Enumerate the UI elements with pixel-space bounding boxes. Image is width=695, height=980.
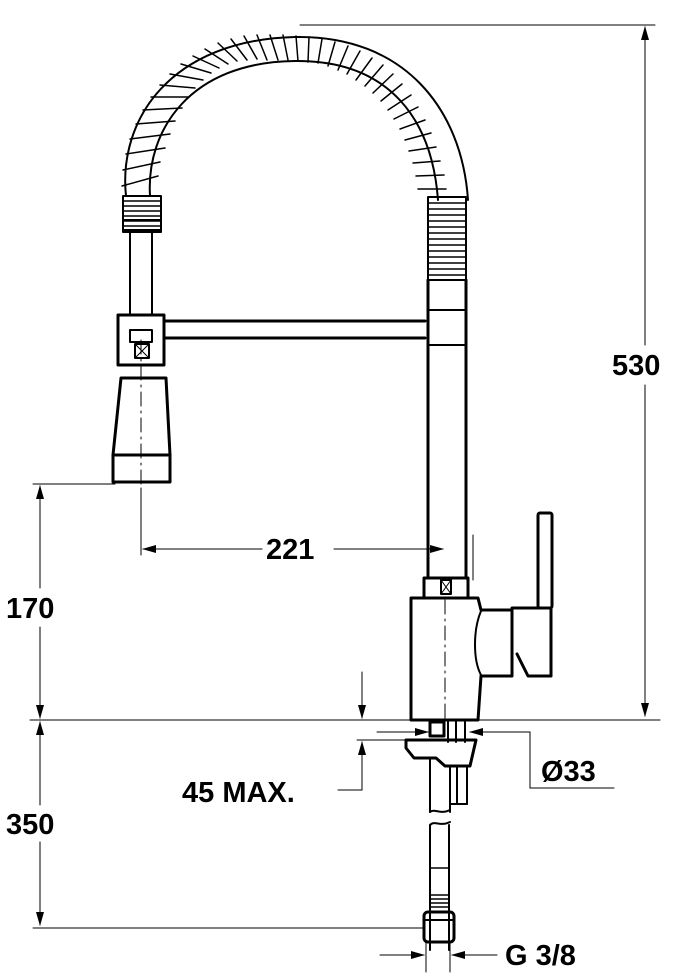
dim-label-thread: G 3/8 (505, 940, 576, 972)
dim-label-170: 170 (6, 593, 54, 625)
right-spring-sleeve (427, 196, 467, 281)
dimension-deck-thickness (337, 671, 407, 791)
mixer-body (409, 511, 554, 722)
mounting-hardware (404, 720, 478, 813)
dimension-hole-diameter (376, 728, 615, 789)
spray-head (111, 231, 172, 501)
dim-label-diameter-33: Ø33 (541, 756, 596, 788)
spout-holder-bar (162, 319, 427, 340)
dim-label-221: 221 (266, 534, 314, 566)
dim-label-530: 530 (612, 350, 660, 382)
faucet-column (422, 278, 470, 600)
dimension-total-height (29, 24, 661, 721)
left-spring-sleeve (122, 195, 162, 233)
spring-coil-hose (121, 34, 469, 201)
dimension-clearance (32, 483, 116, 719)
supply-hose (422, 821, 456, 973)
dimension-hose-length (32, 721, 425, 929)
dim-label-45-max: 45 MAX. (182, 777, 295, 809)
dim-label-350: 350 (6, 809, 54, 841)
dimension-spout-reach (140, 487, 474, 581)
